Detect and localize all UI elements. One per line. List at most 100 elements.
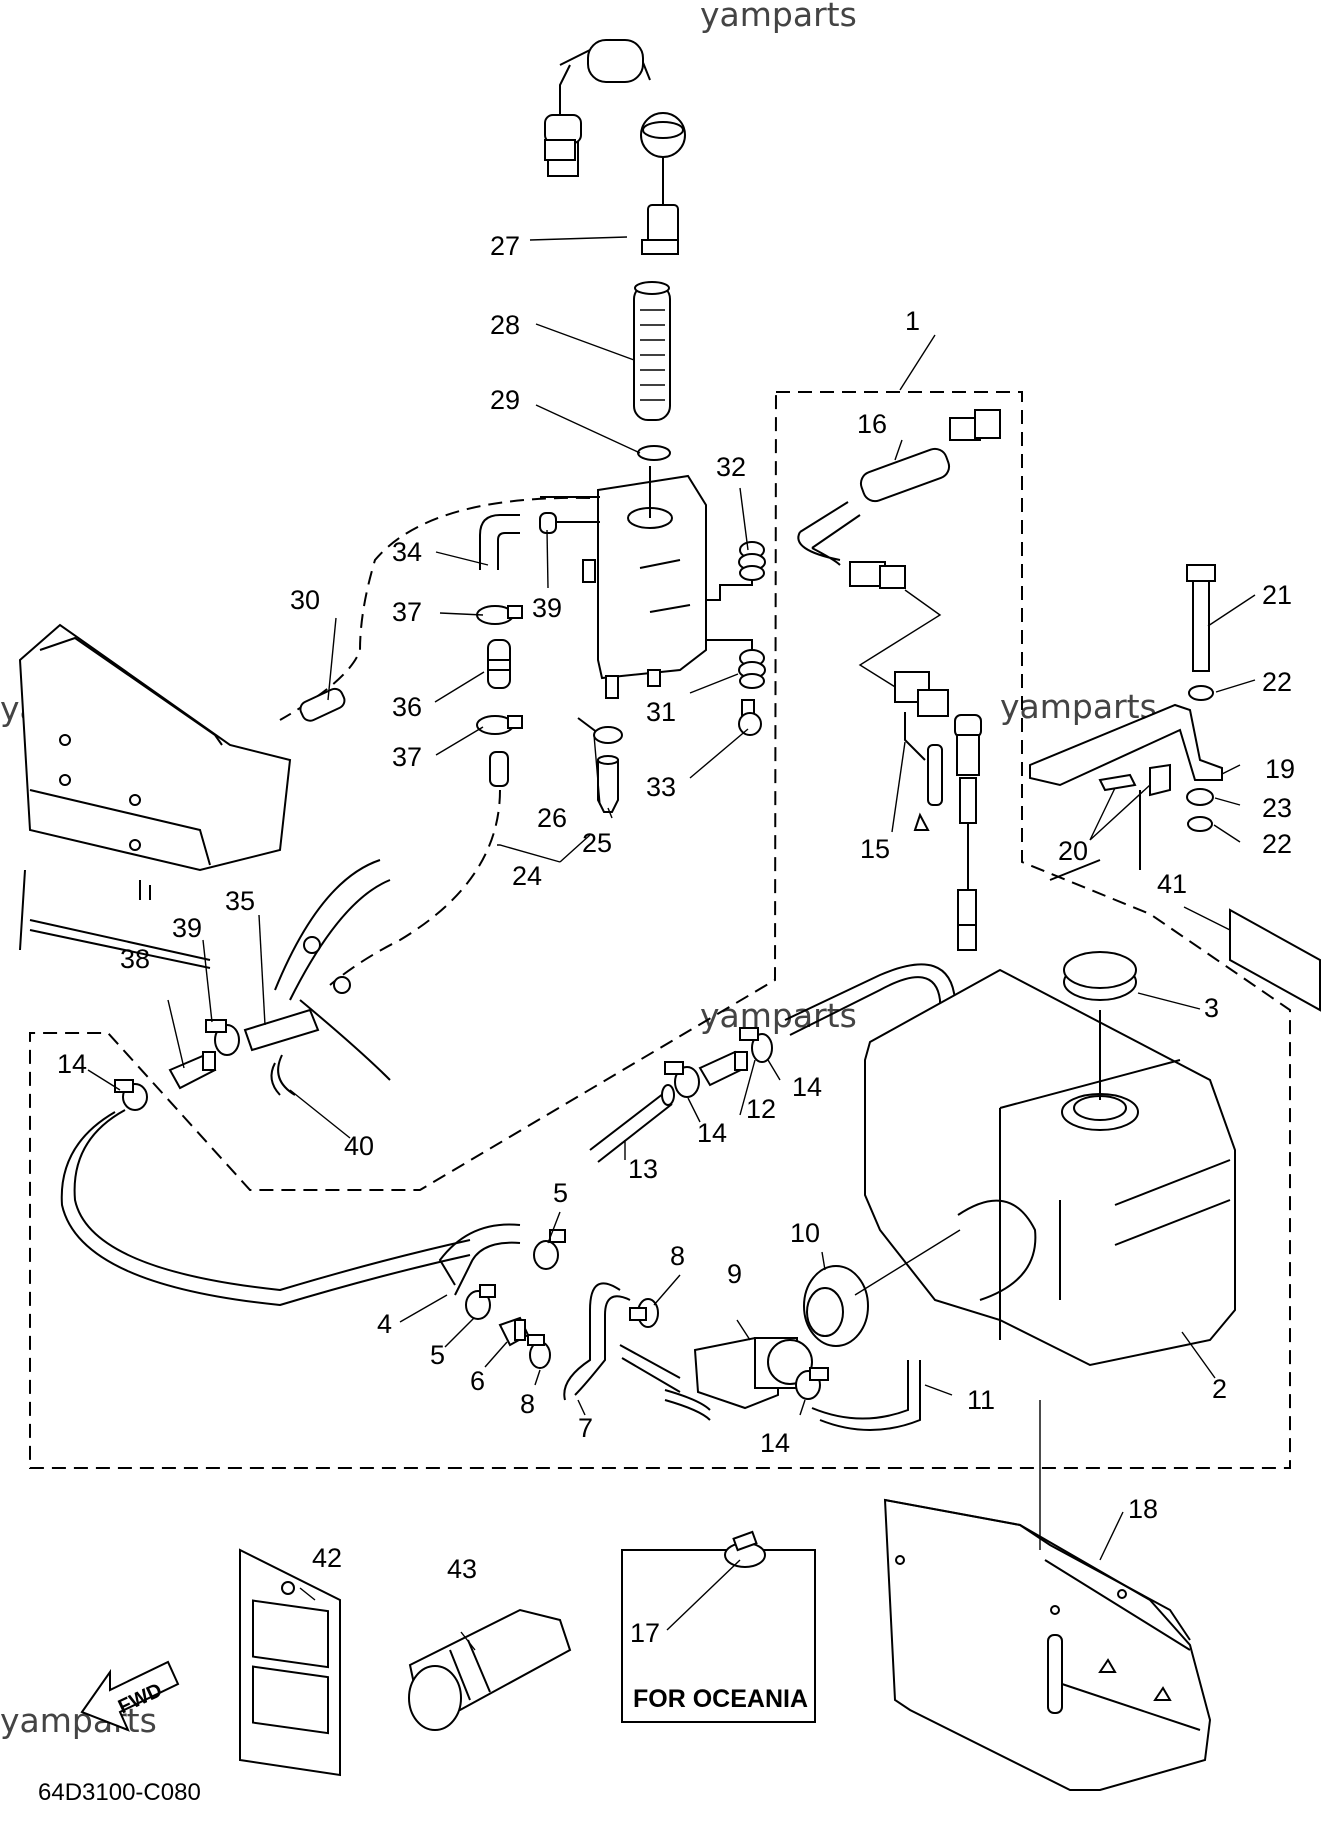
leader-lines [87, 236, 1256, 1651]
callout-8-b: 8 [520, 1389, 535, 1419]
callout-14-b: 14 [697, 1118, 727, 1148]
callout-25: 25 [582, 828, 612, 858]
sensor-wire-27 [544, 38, 686, 255]
clip-14-a [739, 1027, 773, 1063]
clip-37-a [476, 605, 523, 625]
bolt-21 [1186, 564, 1216, 672]
callout-33: 33 [646, 772, 676, 802]
bolt-33 [738, 699, 762, 736]
joint-38 [168, 1051, 217, 1090]
callout-41: 41 [1157, 869, 1187, 899]
hose-13 [589, 1084, 675, 1163]
callout-4: 4 [377, 1309, 392, 1339]
callout-15: 15 [860, 834, 890, 864]
callout-6: 6 [470, 1366, 485, 1396]
callout-35: 35 [225, 886, 255, 916]
clip-8-a [527, 1334, 551, 1369]
oceania-label: FOR OCEANIA [633, 1685, 808, 1713]
callout-11: 11 [967, 1385, 995, 1415]
label-41 [1229, 908, 1321, 1012]
callout-8-a: 8 [670, 1241, 685, 1271]
support-line-19 [1049, 790, 1141, 881]
fuel-cap-3 [1063, 951, 1137, 1100]
callout-39-top: 39 [532, 593, 562, 623]
engine-cowling [18, 623, 292, 969]
callout-1: 1 [905, 306, 920, 336]
joint-36 [487, 639, 511, 689]
callout-14-d: 14 [760, 1428, 790, 1458]
o-ring-29 [637, 445, 671, 461]
callout-31: 31 [646, 697, 676, 727]
callout-37-a: 37 [392, 597, 422, 627]
watermark-mid: yamparts [700, 996, 857, 1035]
watermark-right: yamparts [1000, 687, 1157, 726]
clip-5-a [533, 1229, 566, 1270]
clip-8-b [629, 1298, 659, 1328]
breather-hose-30 [279, 496, 591, 722]
clip-5-b [465, 1284, 496, 1320]
joint-25 [597, 755, 619, 813]
oceania-box [621, 1530, 816, 1723]
callout-43: 43 [447, 1554, 477, 1584]
callout-34: 34 [392, 537, 422, 567]
callout-22-b: 22 [1262, 829, 1292, 859]
console-sketch [274, 859, 391, 1081]
grommet-32 [706, 541, 766, 601]
callout-7: 7 [578, 1413, 593, 1443]
callout-10: 10 [790, 1218, 820, 1248]
callout-26: 26 [537, 803, 567, 833]
diagram-code: 64D3100-C080 [38, 1779, 201, 1806]
callout-5-b: 5 [430, 1340, 445, 1370]
hose-34 [479, 514, 520, 570]
filter-element-28 [633, 281, 671, 421]
callout-32: 32 [716, 452, 746, 482]
callout-28: 28 [490, 310, 520, 340]
callout-14-c: 14 [792, 1072, 822, 1102]
fuel-hose-long [60, 1109, 471, 1307]
callout-23: 23 [1262, 793, 1292, 823]
washer-22-bottom [1187, 816, 1213, 832]
fuel-pump-9 [619, 1336, 813, 1421]
callout-19: 19 [1265, 754, 1295, 784]
callout-42: 42 [312, 1543, 342, 1573]
sensor-15 [894, 671, 987, 1026]
callout-29: 29 [490, 385, 520, 415]
callout-17: 17 [630, 1618, 660, 1648]
fuel-tank-2 [864, 968, 1236, 1367]
label-42 [239, 1548, 341, 1777]
callout-22-a: 22 [1262, 667, 1292, 697]
hose-below-37 [329, 751, 509, 986]
joint-6 [498, 1316, 530, 1347]
harness-16 [797, 409, 1001, 691]
clip-14-c [114, 1079, 148, 1111]
callout-18: 18 [1128, 1494, 1158, 1524]
callout-3: 3 [1204, 993, 1219, 1023]
clip-39-top [539, 512, 557, 534]
clip-14-d [795, 1367, 829, 1400]
callout-12: 12 [746, 1094, 776, 1124]
callout-27: 27 [490, 231, 520, 261]
callout-labels: 1 2 3 4 5 5 6 7 8 8 9 10 11 12 13 14 14 … [57, 231, 1295, 1648]
grommet-31 [706, 639, 766, 689]
callout-2: 2 [1212, 1374, 1227, 1404]
clip-39-bottom [205, 1019, 240, 1056]
clip-26 [577, 717, 623, 744]
hose-35 [243, 1008, 320, 1052]
bracket-19 [1029, 703, 1223, 787]
callout-30: 30 [290, 585, 320, 615]
clip-14-b [664, 1061, 700, 1098]
kit-outline-1 [29, 391, 1291, 1469]
callout-38: 38 [120, 944, 150, 974]
callout-13: 13 [628, 1154, 658, 1184]
callout-14-a: 14 [57, 1049, 87, 1079]
clip-37-b [476, 715, 523, 735]
callout-9: 9 [727, 1259, 742, 1289]
hose-4 [438, 1223, 521, 1296]
clip-40 [270, 1054, 296, 1096]
callout-21: 21 [1262, 580, 1292, 610]
washer-22-top [1188, 685, 1214, 701]
nut-23 [1186, 788, 1214, 806]
hose-11 [811, 1360, 921, 1431]
joint-12 [698, 1050, 748, 1087]
